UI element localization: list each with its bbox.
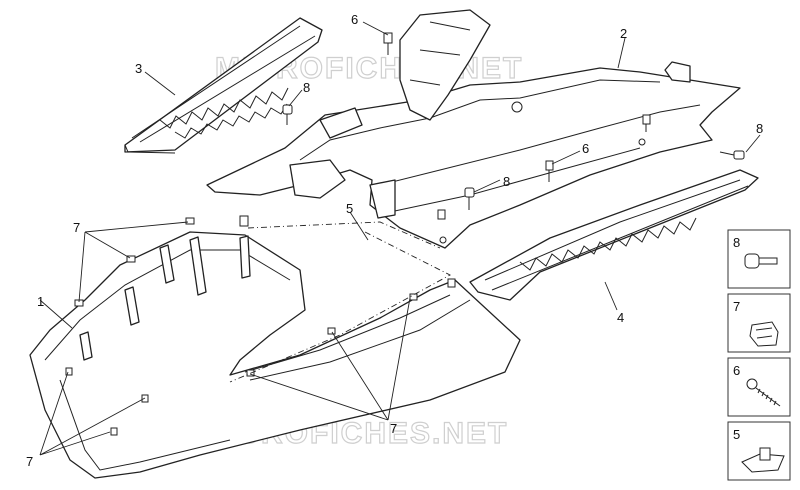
- callout-3: 3: [135, 61, 142, 76]
- callout-7-left: 7: [26, 454, 33, 469]
- callout-1: 1: [37, 294, 44, 309]
- callout-6-mid: 6: [582, 141, 589, 156]
- assembly-line-a: [229, 231, 451, 383]
- callout-7-bottom: 7: [390, 421, 397, 436]
- part-3-grille-panel: [124, 17, 323, 154]
- self-tapping-screw-icon: [746, 378, 781, 407]
- legend-number-5: 5: [733, 427, 740, 442]
- callout-5: 5: [346, 201, 353, 216]
- legend-item-7: 7: [727, 293, 791, 353]
- callout-6-top: 6: [351, 12, 358, 27]
- legend-item-8: 8: [727, 229, 791, 289]
- callout-4: 4: [617, 310, 624, 325]
- legend-item-5: 5: [727, 421, 791, 481]
- callout-labels: 1 2 3 4 5 6 6 8 8 8 7 7 7: [26, 12, 763, 469]
- callout-8-mid: 8: [503, 174, 510, 189]
- callout-8-left: 8: [303, 80, 310, 95]
- legend-item-6: 6: [727, 357, 791, 417]
- part-4-grille-panel: [469, 169, 759, 301]
- legend-number-8: 8: [733, 235, 740, 250]
- clip-icon: [749, 321, 779, 347]
- assembly-line-b: [247, 221, 441, 249]
- legend-number-6: 6: [733, 363, 740, 378]
- part-2-undertray: [206, 9, 741, 249]
- legend-number-7: 7: [733, 299, 740, 314]
- callout-7-top: 7: [73, 220, 80, 235]
- clip-nut-icon: [741, 447, 785, 473]
- leader-lines: [39, 21, 761, 456]
- part-1-lower-fairing: [29, 231, 521, 479]
- callout-8-right: 8: [756, 121, 763, 136]
- callout-2: 2: [620, 26, 627, 41]
- screw-icon: [744, 253, 778, 269]
